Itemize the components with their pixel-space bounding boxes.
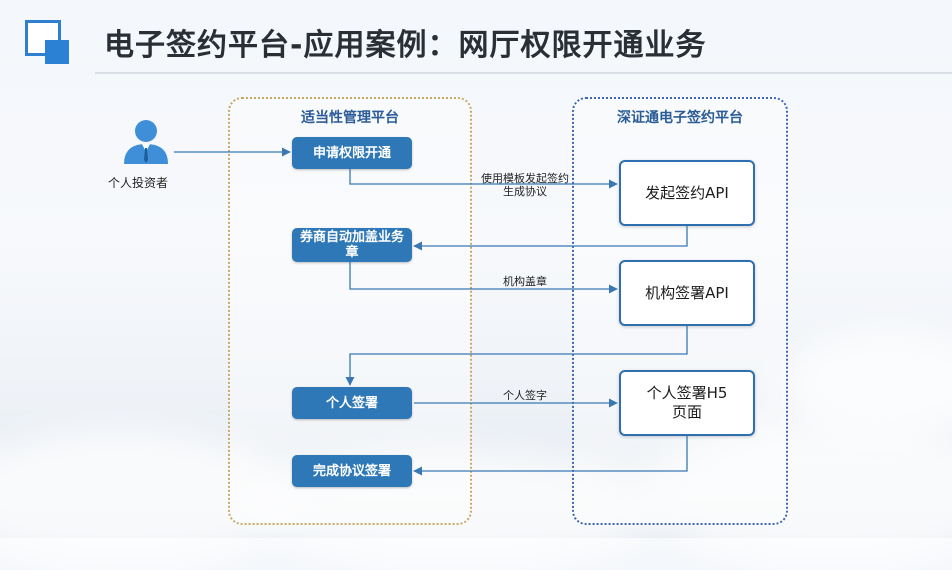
- flow-label-org-seal: 机构盖章: [503, 275, 547, 288]
- flow-label-template-line2: 生成协议: [503, 185, 547, 198]
- logo-square-fill: [45, 40, 69, 64]
- step-auto-seal: 券商自动加盖业务章: [292, 228, 412, 262]
- step-apply-permission: 申请权限开通: [292, 137, 412, 169]
- group-title-left: 适当性管理平台: [301, 110, 399, 126]
- arrow-auto-seal-to-org-api: [349, 262, 618, 294]
- group-title-right: 深证通电子签约平台: [617, 110, 743, 126]
- logo-square-outline: [25, 20, 61, 56]
- flow-label-template-line1: 使用模板发起签约: [481, 172, 569, 185]
- arrow-org-api-to-personal-sign: [345, 326, 688, 386]
- arrow-h5-to-complete: [413, 436, 688, 476]
- api-personal-h5-page: 个人签署H5页面: [619, 370, 755, 436]
- arrow-apply-to-initiate-api: [349, 169, 618, 189]
- flow-label-personal-sign: 个人签字: [503, 389, 547, 402]
- step-complete-signing: 完成协议签署: [292, 455, 412, 487]
- api-initiate-signing: 发起签约API: [619, 160, 755, 226]
- api-org-signing: 机构签署API: [619, 260, 755, 326]
- investor-person-icon: [124, 120, 168, 164]
- arrow-initiate-api-to-auto-seal: [413, 226, 688, 251]
- step-personal-sign: 个人签署: [292, 387, 412, 419]
- flow-label-template: 使用模板发起签约 生成协议: [470, 172, 580, 198]
- page-title: 电子签约平台-应用案例：网厅权限开通业务: [104, 28, 707, 63]
- title-divider: [95, 72, 952, 74]
- investor-label: 个人投资者: [108, 176, 169, 190]
- flow-arrows: [174, 147, 688, 476]
